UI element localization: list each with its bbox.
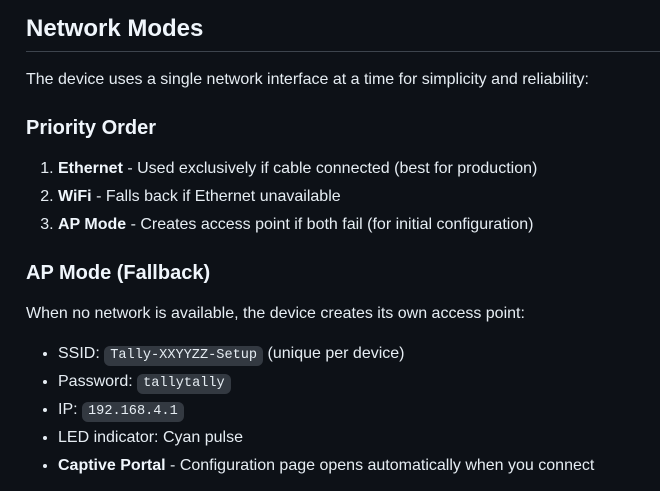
ip-address-code: 192.168.4.1 xyxy=(82,402,184,422)
item-description: - Falls back if Ethernet unavailable xyxy=(91,188,341,205)
section-heading-priority-order: Priority Order xyxy=(26,117,157,139)
ap-mode-details-list: SSID: Tally-XXYYZZ-Setup (unique per dev… xyxy=(26,342,660,478)
intro-paragraph: The device uses a single network interfa… xyxy=(26,71,589,88)
detail-label: SSID: xyxy=(58,345,105,362)
detail-text: LED indicator: Cyan pulse xyxy=(58,429,243,446)
detail-label: IP: xyxy=(58,401,83,418)
item-description: - Configuration page opens automatically… xyxy=(165,457,595,474)
password-code: tallytally xyxy=(137,374,231,394)
list-item-ssid: SSID: Tally-XXYYZZ-Setup (unique per dev… xyxy=(58,342,660,366)
ssid-code: Tally-XXYYZZ-Setup xyxy=(104,346,264,366)
detail-suffix: (unique per device) xyxy=(263,345,405,362)
term-captive-portal: Captive Portal xyxy=(58,457,166,474)
list-item-password: Password: tallytally xyxy=(58,370,660,394)
list-item-ethernet: Ethernet - Used exclusively if cable con… xyxy=(58,157,660,181)
term-wifi: WiFi xyxy=(58,188,92,205)
list-item-led-indicator: LED indicator: Cyan pulse xyxy=(58,426,660,450)
term-ethernet: Ethernet xyxy=(58,160,123,177)
document-body: Network Modes The device uses a single n… xyxy=(26,14,660,478)
list-item-ap-mode: AP Mode - Creates access point if both f… xyxy=(58,213,660,237)
item-description: - Creates access point if both fail (for… xyxy=(126,216,534,233)
section-heading-ap-mode-fallback: AP Mode (Fallback) xyxy=(26,262,211,284)
list-item-ip: IP: 192.168.4.1 xyxy=(58,398,660,422)
ap-mode-intro-paragraph: When no network is available, the device… xyxy=(26,305,525,322)
term-ap-mode: AP Mode xyxy=(58,216,127,233)
priority-order-list: Ethernet - Used exclusively if cable con… xyxy=(26,157,660,237)
item-description: - Used exclusively if cable connected (b… xyxy=(122,160,538,177)
list-item-captive-portal: Captive Portal - Configuration page open… xyxy=(58,454,660,478)
detail-label: Password: xyxy=(58,373,138,390)
page-title: Network Modes xyxy=(26,14,660,52)
list-item-wifi: WiFi - Falls back if Ethernet unavailabl… xyxy=(58,185,660,209)
